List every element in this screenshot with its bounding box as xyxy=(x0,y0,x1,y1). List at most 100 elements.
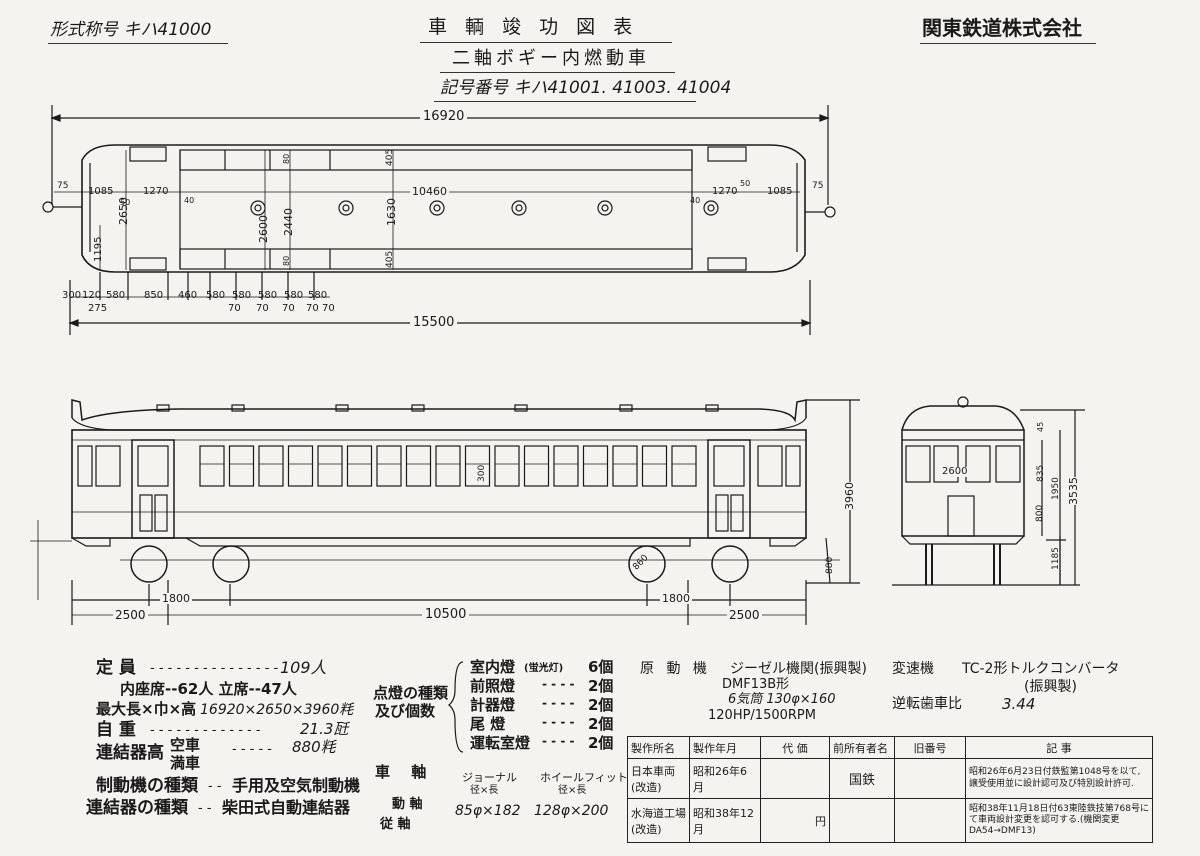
dim-580b: 580 xyxy=(206,290,226,301)
dim-end-835: 835 xyxy=(1036,464,1046,482)
light-item: 計器燈- - - -2個 xyxy=(470,694,620,714)
light-name: 室内燈 xyxy=(470,658,516,676)
side-window xyxy=(405,445,432,487)
spec-coupler-type-label: 連結器の種類 xyxy=(86,798,188,818)
row2-date: 昭和38年12月 xyxy=(689,798,761,843)
spec-coupler-type-value: 柴田式自動連結器 xyxy=(222,798,351,817)
dim-side-1800-right: 1800 xyxy=(660,592,692,605)
lights-label-1: 点燈の種類 xyxy=(373,684,449,702)
row2-note: 昭和38年11月18日付63東陸鉄技第768号にて車両設計変更を認可する.(機関… xyxy=(965,798,1153,843)
spec-coupler-type-dash: - - xyxy=(198,801,212,816)
spec-weight-dash: - - - - - - - - - - - - - xyxy=(150,723,261,738)
company-name: 関東鉄道株式会社 xyxy=(922,16,1082,40)
dim-40-right: 40 xyxy=(690,196,701,205)
spec-size-label: 最大長×巾×高 xyxy=(96,700,197,718)
end-view xyxy=(892,396,1085,586)
dim-2440: 2440 xyxy=(282,208,295,236)
spec-capacity-value: 109人 xyxy=(280,658,327,677)
row1-note: 昭和26年6月23日付鉄監第1048号を以て,譲受使用並に設計認可及び特別設計許… xyxy=(965,758,1153,799)
row1-maker: 日本車両(改造) xyxy=(627,758,690,799)
dim-70b: 70 xyxy=(256,303,269,314)
dim-1270-right: 1270 xyxy=(712,186,738,197)
spec-brake-value: 手用及空気制動機 xyxy=(232,776,361,795)
company-underline xyxy=(920,43,1096,44)
dim-overall-length: 16920 xyxy=(420,110,468,123)
side-window xyxy=(199,445,225,487)
dim-75-left: 75 xyxy=(57,181,69,191)
light-item: 尾 燈- - - -2個 xyxy=(470,713,620,733)
transmission-maker: (振興製) xyxy=(1024,679,1077,695)
axle-wheelfit-value: 128φ×200 xyxy=(534,803,609,819)
dim-10460: 10460 xyxy=(410,185,449,198)
dim-80-top: 80 xyxy=(282,153,291,164)
spec-brake-dash: - - xyxy=(208,779,222,794)
row1-date: 昭和26年6月 xyxy=(689,758,761,799)
engine-line-2: DMF13B形 xyxy=(722,677,790,692)
dim-end-1950: 1950 xyxy=(1051,477,1061,500)
side-window xyxy=(464,445,491,487)
dim-2600: 2600 xyxy=(257,215,270,243)
light-dash: - - - - xyxy=(542,715,575,729)
dim-2650: 2650 xyxy=(117,197,130,225)
light-count: 2個 xyxy=(588,677,614,695)
car-numbers: 記号番号 キハ41001. 41003. 41004 xyxy=(440,78,732,98)
numbers-underline xyxy=(434,101,696,102)
dim-850: 850 xyxy=(144,290,164,301)
light-note: (蛍光灯) xyxy=(524,663,564,674)
spec-coupler-height-label: 連結器高 xyxy=(96,743,164,763)
row2-owner xyxy=(829,798,895,843)
engine-line-4: 120HP/1500RPM xyxy=(708,708,816,723)
light-name: 計器燈 xyxy=(470,696,516,714)
lights-list: 室内燈(蛍光灯)-6個前照燈- - - -2個計器燈- - - -2個尾 燈- … xyxy=(470,656,620,756)
side-window xyxy=(346,445,373,487)
row1-owner: 国鉄 xyxy=(829,758,895,799)
spec-seats: 内座席--62人 立席--47人 xyxy=(120,680,297,698)
register-header-row: 製作所名 製作年月 代 価 前所有者名 旧番号 記 事 xyxy=(627,736,1153,759)
spec-coupler-height-value: 880粍 xyxy=(292,738,336,756)
light-name: 尾 燈 xyxy=(470,715,506,733)
dim-side-1800-left: 1800 xyxy=(160,592,192,605)
gear-ratio-label: 逆転歯車比 xyxy=(892,696,962,712)
header-date: 製作年月 xyxy=(689,736,761,759)
header-price: 代 価 xyxy=(760,736,830,759)
dim-80-bottom: 80 xyxy=(282,255,291,266)
gear-ratio-value: 3.44 xyxy=(1002,695,1036,713)
dim-75-right: 75 xyxy=(812,181,824,191)
title-underline xyxy=(420,42,672,43)
register-table: 製作所名 製作年月 代 価 前所有者名 旧番号 記 事 日本車両(改造) 昭和2… xyxy=(627,736,1153,843)
axle-driving: 動 軸 xyxy=(392,797,423,812)
header-owner: 前所有者名 xyxy=(829,736,895,759)
dim-1195: 1195 xyxy=(93,236,104,262)
light-dash: - - - - xyxy=(542,677,575,691)
header-oldno: 旧番号 xyxy=(894,736,966,759)
dim-side-880: 880 xyxy=(825,556,835,574)
side-window xyxy=(671,445,697,487)
dim-1270-left: 1270 xyxy=(143,186,169,197)
model-label-underline xyxy=(48,43,228,44)
dim-side-2500-right: 2500 xyxy=(727,608,762,622)
dim-405-bottom: 405 xyxy=(385,250,395,268)
drawing-subtitle: 二軸ボギー内燃動車 xyxy=(452,48,650,69)
dim-580d: 580 xyxy=(258,290,278,301)
dim-window-2300: 300 xyxy=(477,464,487,482)
spec-coupler-empty: 空車 xyxy=(170,736,201,754)
engine-label: 原 動 機 xyxy=(640,661,711,677)
axle-journal-header: ジョーナル xyxy=(462,771,517,784)
dim-body-length: 15500 xyxy=(410,316,458,329)
dim-580f: 580 xyxy=(308,290,328,301)
engine-line-3: 6気筒 130φ×160 xyxy=(728,692,836,707)
light-count: 2個 xyxy=(588,734,614,752)
dim-460: 460 xyxy=(178,290,198,301)
side-window xyxy=(582,445,609,487)
dim-end-2600: 2600 xyxy=(940,466,970,477)
axle-trailing: 従 軸 xyxy=(380,817,411,832)
spec-weight-label: 自 重 xyxy=(96,720,136,740)
axle-journal-value: 85φ×182 xyxy=(455,803,521,819)
spec-weight-value: 21.3瓩 xyxy=(300,720,349,738)
side-window xyxy=(317,445,343,487)
transmission-value: TC-2形トルクコンバータ xyxy=(962,661,1120,677)
subtitle-underline xyxy=(440,72,675,73)
dim-1085-left: 1085 xyxy=(88,186,114,197)
dim-580c: 580 xyxy=(232,290,252,301)
dim-end-3535: 3535 xyxy=(1067,477,1080,505)
